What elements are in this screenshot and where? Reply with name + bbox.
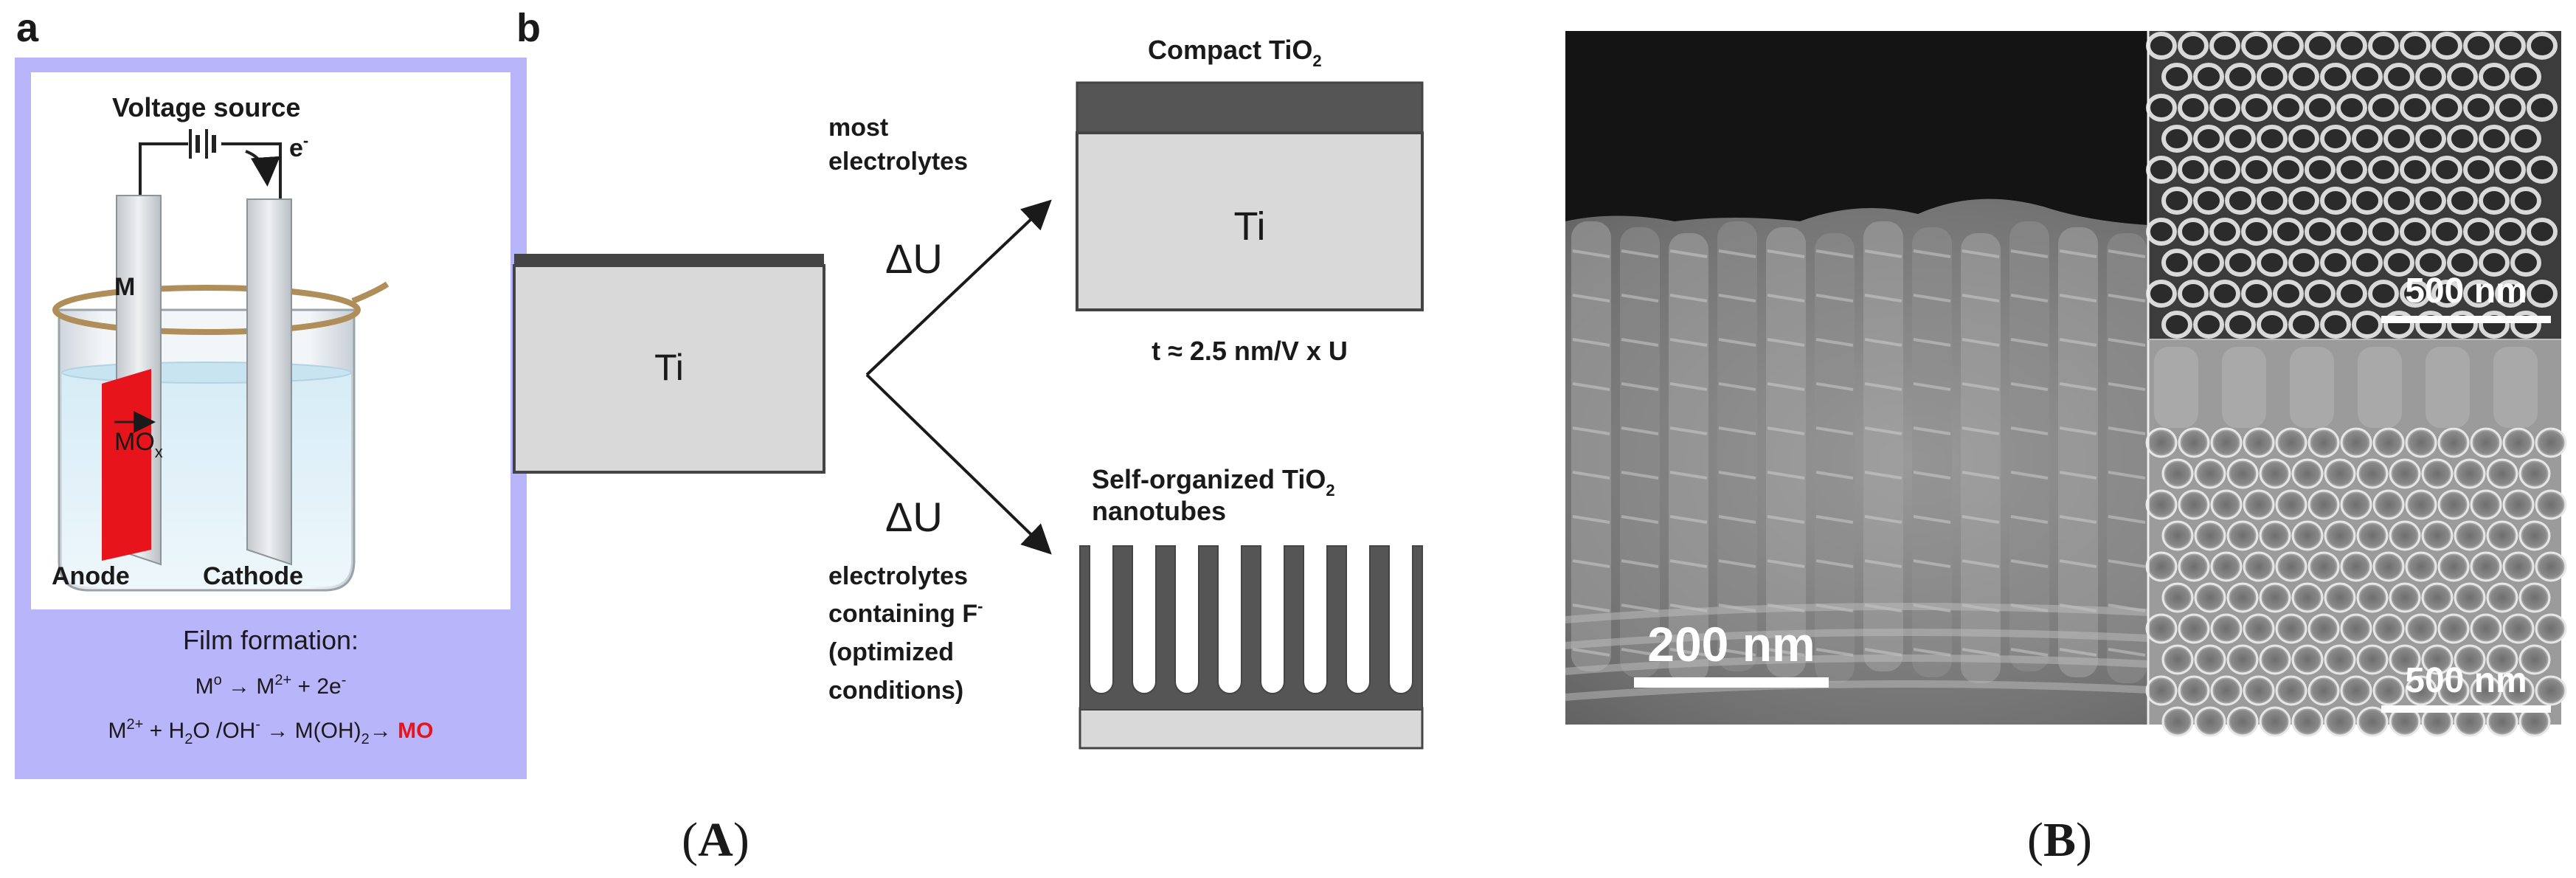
sem-inset-bottom-view <box>2145 339 2567 737</box>
sem-nanotube-columns <box>1565 221 2149 701</box>
caption-b: (B) <box>2027 813 2092 867</box>
electron-arrow-icon <box>245 150 280 187</box>
electrolytes-bottom-label: electrolytes <box>828 562 968 590</box>
compact-oxide-layer <box>1076 81 1424 134</box>
sem-micrograph: 200 nm 500 nm 500 nm <box>1565 31 2567 737</box>
containing-f-label: containing F- <box>828 597 983 628</box>
film-equation-2: M2+ + H2O /OH- → M(OH)2→ MO <box>108 716 434 747</box>
compact-ti-block <box>1076 131 1424 311</box>
scale-label-inset-bottom: 500 nm <box>2405 661 2527 700</box>
ti-top-label: Ti <box>1234 204 1266 249</box>
nanotube-array <box>1078 545 1424 750</box>
nanotube-ti-base <box>1078 707 1424 750</box>
anode-label: Anode <box>52 562 130 590</box>
most-label: most <box>828 114 888 142</box>
arrow-to-nanotubes <box>865 373 1052 555</box>
sem-inset-top-view <box>2146 31 2561 339</box>
optimized-label: (optimized <box>828 638 954 666</box>
nanotube-oxide <box>1079 545 1423 711</box>
film-equation-1: Mo → M2+ + 2e- <box>195 672 347 699</box>
scale-label-main: 200 nm <box>1647 617 1815 671</box>
metal-label: M <box>114 273 135 301</box>
electron-label: e- <box>289 131 308 162</box>
voltage-source-label: Voltage source <box>112 92 300 122</box>
ti-start-label: Ti <box>654 347 684 388</box>
scale-bar-inset-bottom <box>2381 705 2551 713</box>
sem-dark-top <box>1565 31 2148 225</box>
electrolytes-top-label: electrolytes <box>828 148 968 176</box>
anode-oxide <box>102 369 151 561</box>
self-organized-label: Self-organized TiO2 <box>1092 464 1335 500</box>
nanotubes-label: nanotubes <box>1092 496 1226 526</box>
film-formation-title: Film formation: <box>183 625 359 655</box>
scale-bar-inset-top <box>2381 316 2551 323</box>
cathode-plate <box>246 198 292 566</box>
thickness-label: t ≈ 2.5 nm/V x U <box>1152 336 1348 366</box>
battery-icon <box>189 129 216 159</box>
panel-b-letter: b <box>516 6 541 50</box>
cathode-label: Cathode <box>203 562 303 590</box>
scale-label-inset-top: 500 nm <box>2405 272 2527 311</box>
caption-a: (A) <box>682 813 749 867</box>
delta-u-top: ΔU <box>885 235 943 282</box>
panel-a-letter: a <box>16 6 39 50</box>
conditions-label: conditions) <box>828 677 963 705</box>
oxide-label: MOx <box>114 428 163 461</box>
scale-bar-main <box>1634 677 1829 688</box>
arrow-to-compact <box>865 199 1052 376</box>
compact-tio2-label: Compact TiO2 <box>1148 35 1322 70</box>
ti-start-oxide <box>514 254 824 266</box>
ti-start-block <box>513 264 825 474</box>
delta-u-bottom: ΔU <box>885 494 943 540</box>
